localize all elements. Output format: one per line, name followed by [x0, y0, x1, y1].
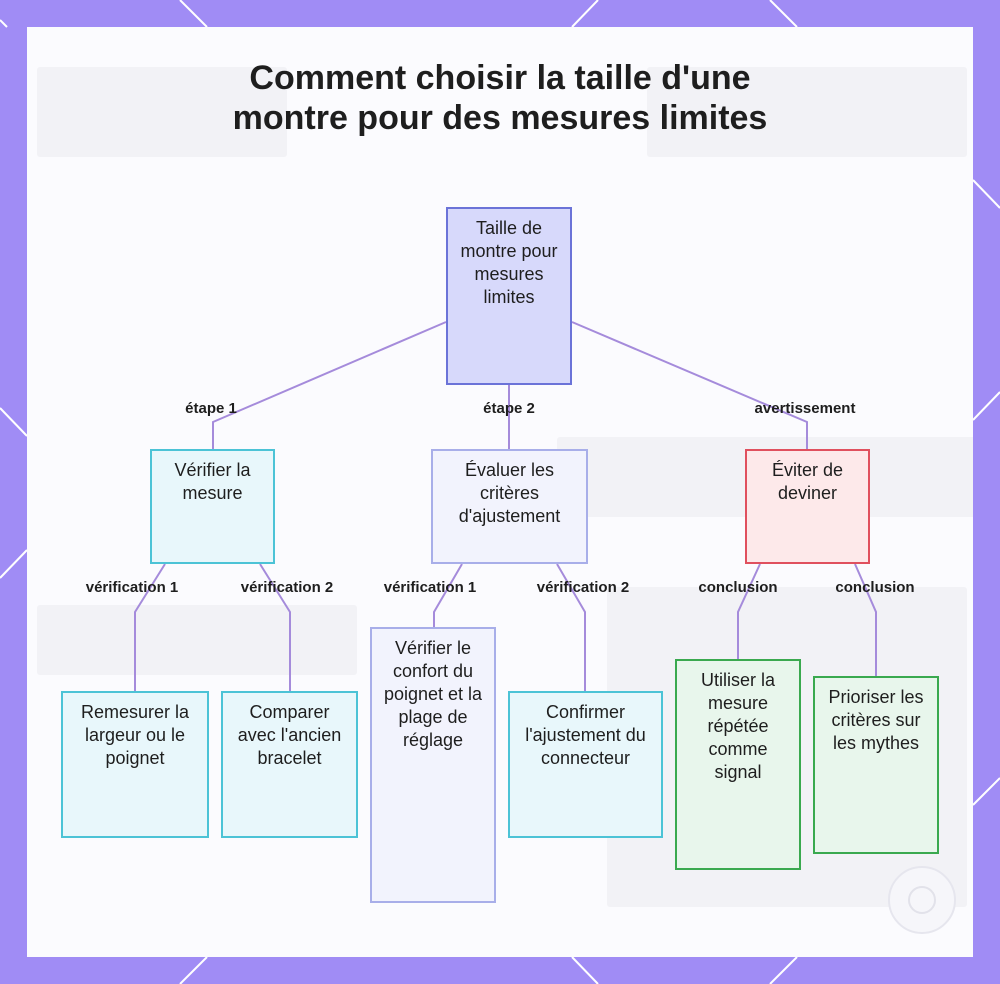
title-line-2: montre pour des mesures limites: [232, 99, 768, 137]
watermark-badge-icon: [888, 866, 956, 934]
leaf-node-label: Vérifier le confort du poignet et la pla…: [383, 638, 483, 750]
leaf-node-confirm-connector: Confirmer l'ajustement du connecteur: [508, 691, 663, 838]
root-node-label: Taille de montre pour mesures limites: [460, 218, 558, 307]
edge-label-conclusion: conclusion: [835, 579, 915, 596]
root-node: Taille de montre pour mesures limites: [446, 207, 572, 385]
edge-label-check-2: vérification 2: [536, 579, 630, 596]
edge-warning-to-prioritize: [854, 563, 877, 676]
edge-label-step-2: étape 2: [483, 400, 535, 417]
edge-label-check-1: vérification 1: [85, 579, 179, 596]
leaf-node-compare-strap: Comparer avec l'ancien bracelet: [221, 691, 358, 838]
leaf-node-check-comfort: Vérifier le confort du poignet et la pla…: [370, 627, 496, 903]
leaf-node-label: Confirmer l'ajustement du connecteur: [525, 702, 646, 768]
branch-node-label: Éviter de deviner: [771, 460, 844, 503]
background-block: [647, 67, 967, 157]
edge-label-step-1: étape 1: [185, 400, 237, 417]
background-block: [37, 67, 287, 157]
edge-step-2-to-connector: [556, 563, 586, 691]
title-line-1: Comment choisir la taille d'une: [249, 59, 751, 97]
leaf-node-repeated-measure: Utiliser la mesure répétée comme signal: [675, 659, 801, 870]
branch-node-avoid-guessing: Éviter de deviner: [745, 449, 870, 564]
branch-node-verify-measure: Vérifier la mesure: [150, 449, 275, 564]
branch-node-label: Évaluer les critères d'ajustement: [458, 460, 561, 526]
leaf-node-label: Remesurer la largeur ou le poignet: [80, 702, 190, 768]
leaf-node-label: Utiliser la mesure répétée comme signal: [700, 670, 775, 782]
edge-label-conclusion: conclusion: [698, 579, 778, 596]
edge-warning-to-repeated: [737, 563, 761, 659]
page-title: Comment choisir la taille d'une montre p…: [0, 58, 1000, 138]
branch-node-fit-criteria: Évaluer les critères d'ajustement: [431, 449, 588, 564]
branch-node-label: Vérifier la mesure: [174, 460, 251, 503]
edge-step-2-to-comfort: [433, 563, 463, 627]
edge-root-to-warning: [571, 321, 808, 449]
edge-label-check-1: vérification 1: [383, 579, 477, 596]
leaf-node-label: Prioriser les critères sur les mythes: [828, 687, 924, 753]
background-block: [37, 605, 357, 675]
edge-step-1-to-remeasure: [134, 563, 166, 691]
edge-root-to-step-1: [212, 321, 447, 449]
leaf-node-remeasure: Remesurer la largeur ou le poignet: [61, 691, 209, 838]
leaf-node-prioritize-criteria: Prioriser les critères sur les mythes: [813, 676, 939, 854]
edge-label-warning: avertissement: [754, 400, 856, 417]
leaf-node-label: Comparer avec l'ancien bracelet: [237, 702, 342, 768]
edge-label-check-2: vérification 2: [240, 579, 334, 596]
edge-step-1-to-compare: [259, 563, 291, 691]
